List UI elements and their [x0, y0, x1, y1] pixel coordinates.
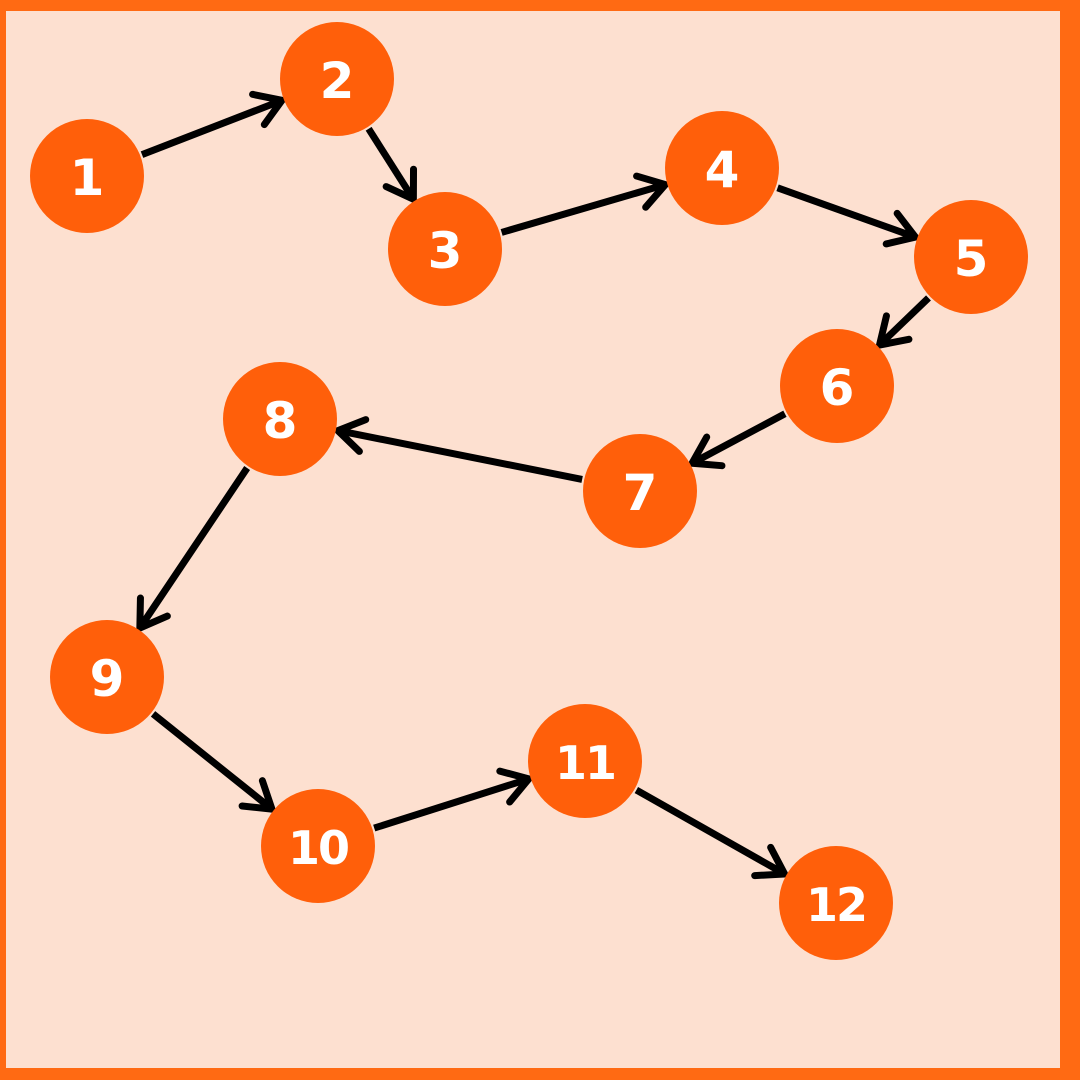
arrow-11-to-12	[634, 787, 789, 880]
arrow-line	[690, 410, 787, 467]
arrow-line	[150, 711, 275, 812]
node-label: 12	[806, 878, 866, 932]
arrowhead-icon	[238, 777, 276, 813]
arrowhead-icon	[688, 433, 726, 470]
arrow-9-to-10	[150, 711, 276, 813]
arrow-6-to-7	[688, 410, 787, 470]
node-circle	[50, 620, 164, 734]
node-3: 3	[388, 192, 502, 306]
node-8: 8	[223, 362, 337, 476]
arrow-line	[337, 427, 583, 483]
arrow-line	[776, 184, 917, 241]
arrow-2-to-3	[365, 126, 418, 203]
arrowhead-icon	[382, 165, 418, 203]
node-circle	[261, 789, 375, 903]
node-circle	[388, 192, 502, 306]
arrow-4-to-5	[776, 184, 919, 248]
node-circle	[780, 329, 894, 443]
node-circle	[280, 22, 394, 136]
node-9: 9	[50, 620, 164, 734]
arrowhead-icon	[633, 172, 669, 211]
node-circle	[583, 434, 697, 548]
arrow-line	[634, 787, 787, 877]
arrow-line	[365, 126, 417, 202]
arrowhead-icon	[882, 209, 919, 248]
node-label: 2	[320, 52, 355, 110]
node-12: 12	[779, 846, 893, 960]
arrowhead-icon	[136, 594, 171, 632]
node-6: 6	[780, 329, 894, 443]
arrow-line	[136, 466, 251, 630]
node-label: 8	[263, 392, 298, 450]
arrowhead-icon	[876, 312, 913, 349]
node-circle	[223, 362, 337, 476]
node-5: 5	[914, 200, 1028, 314]
node-2: 2	[280, 22, 394, 136]
node-label: 10	[288, 821, 348, 875]
arrow-8-to-9	[136, 466, 251, 632]
arrowhead-icon	[751, 843, 789, 880]
node-label: 1	[70, 149, 105, 207]
node-label: 4	[705, 141, 740, 199]
node-circle	[779, 846, 893, 960]
node-label: 9	[90, 650, 125, 708]
arrow-7-to-8	[334, 416, 583, 483]
arrow-1-to-2	[140, 90, 286, 158]
arrowhead-icon	[496, 767, 533, 806]
node-label: 11	[555, 736, 615, 790]
node-7: 7	[583, 434, 697, 548]
arrowhead-icon	[249, 90, 286, 129]
arrow-line	[877, 295, 931, 348]
arrows-layer	[136, 90, 931, 880]
node-11: 11	[528, 704, 642, 818]
arrow-line	[140, 97, 284, 158]
node-label: 5	[954, 230, 989, 288]
node-4: 4	[665, 111, 779, 225]
node-circle	[528, 704, 642, 818]
arrowhead-icon	[334, 416, 370, 455]
arrow-3-to-4	[500, 172, 669, 236]
arrow-line	[500, 181, 667, 236]
arrow-10-to-11	[373, 767, 533, 832]
node-label: 7	[623, 464, 658, 522]
node-1: 1	[30, 119, 144, 233]
node-10: 10	[261, 789, 375, 903]
node-label: 6	[820, 359, 855, 417]
arrow-5-to-6	[876, 295, 931, 349]
node-circle	[665, 111, 779, 225]
arrow-line	[373, 775, 530, 832]
node-circle	[30, 119, 144, 233]
node-label: 3	[428, 222, 463, 280]
node-circle	[914, 200, 1028, 314]
